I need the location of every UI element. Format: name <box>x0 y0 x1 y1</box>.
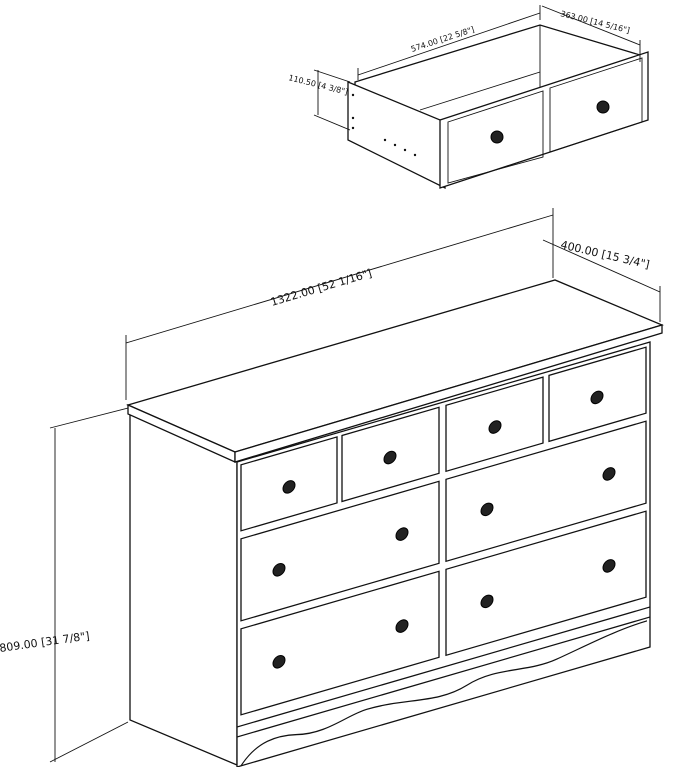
dresser <box>126 279 664 767</box>
drawer-side-panel <box>347 81 446 190</box>
dresser-side-panel <box>129 409 238 766</box>
large-drawer <box>445 510 647 657</box>
drawer-bottom-edge <box>419 71 541 111</box>
drawer-knob <box>490 130 504 144</box>
large-drawer <box>445 420 647 563</box>
drawer-front <box>439 51 649 189</box>
height-label: 809.00 [31 7/8"] <box>0 629 90 655</box>
scalloped-apron <box>240 620 648 767</box>
large-drawer <box>240 480 440 622</box>
drawer-depth-label: 363.00 [14 5/16"] <box>560 9 631 35</box>
depth-label: 400.00 [15 3/4"] <box>559 238 650 271</box>
dresser-front <box>236 341 651 767</box>
drawer-knob <box>596 100 610 114</box>
base-rail <box>237 606 650 728</box>
drawer-depth-dimension-line <box>541 5 641 46</box>
large-drawer <box>240 570 440 716</box>
width-label: 1322.00 [52 1/16"] <box>269 267 373 309</box>
depth-dimension-line <box>542 239 661 293</box>
drawer-detail: 574.00 [22 5/8"] 363.00 [14 5/16"] 110.5… <box>288 5 649 190</box>
drawer-front-right-panel <box>549 57 643 153</box>
drawer-side-holes <box>351 93 417 157</box>
dresser-top-edge-front <box>234 324 663 463</box>
width-dimension-line <box>125 214 554 344</box>
drawer-front-left-panel <box>447 90 544 184</box>
drawer-knobs <box>272 390 616 669</box>
drawer-width-dimension-line <box>357 12 541 76</box>
